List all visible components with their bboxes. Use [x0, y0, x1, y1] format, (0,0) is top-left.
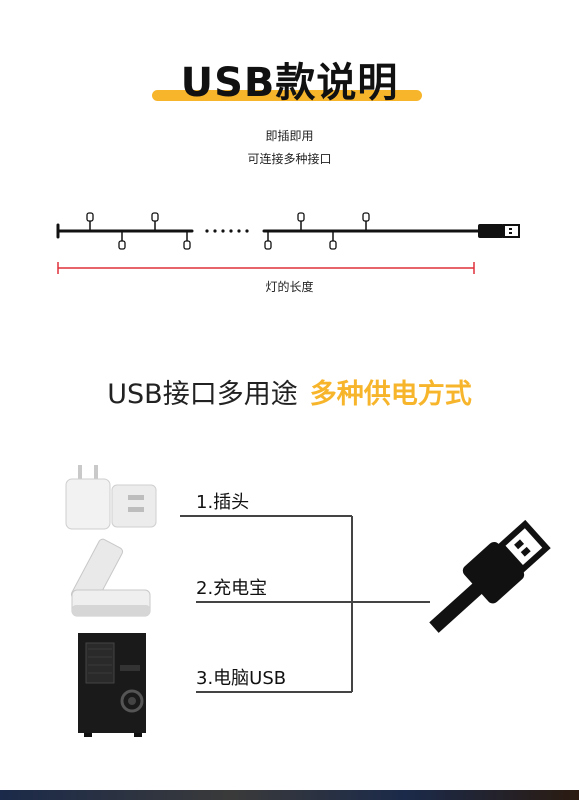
led-bulb-icon [118, 240, 126, 250]
page-title: USB款说明 [180, 60, 399, 106]
power-bank-icon [70, 538, 151, 617]
power-source-diagram [65, 465, 551, 737]
intro-line-2: 可连接多种接口 [247, 152, 332, 166]
intro-line-1: 即插即用 [265, 129, 314, 143]
title-block: USB款说明 [0, 50, 579, 110]
led-bulb-icon [151, 212, 159, 222]
led-bulb-icon [329, 240, 337, 250]
title-underline [152, 90, 422, 101]
power-option-plug: 1.插头 [196, 492, 250, 513]
length-indicator [57, 262, 475, 274]
led-bulb-icon [297, 212, 305, 222]
length-label: 灯的长度 [265, 280, 314, 294]
power-option-computer-usb: 3.电脑USB [196, 668, 287, 689]
led-bulb-icon [183, 240, 191, 250]
section-heading: USB接口多用途多种供电方式 [0, 372, 579, 411]
section-heading-main: USB接口多用途 [107, 379, 298, 410]
power-option-power-bank: 2.充电宝 [196, 578, 268, 599]
desktop-pc-tower-icon [78, 633, 146, 737]
led-bulb-icon [362, 212, 370, 222]
wall-plug-adapter-icon [65, 465, 157, 530]
led-bulb-icon [264, 240, 272, 250]
section-heading-highlight: 多种供电方式 [309, 379, 472, 410]
usb-plug-icon [478, 224, 520, 238]
light-strand-diagram [56, 212, 520, 250]
usb-connector-icon [429, 519, 551, 633]
led-bulb-icon [86, 212, 94, 222]
bottom-image-strip [0, 790, 579, 800]
